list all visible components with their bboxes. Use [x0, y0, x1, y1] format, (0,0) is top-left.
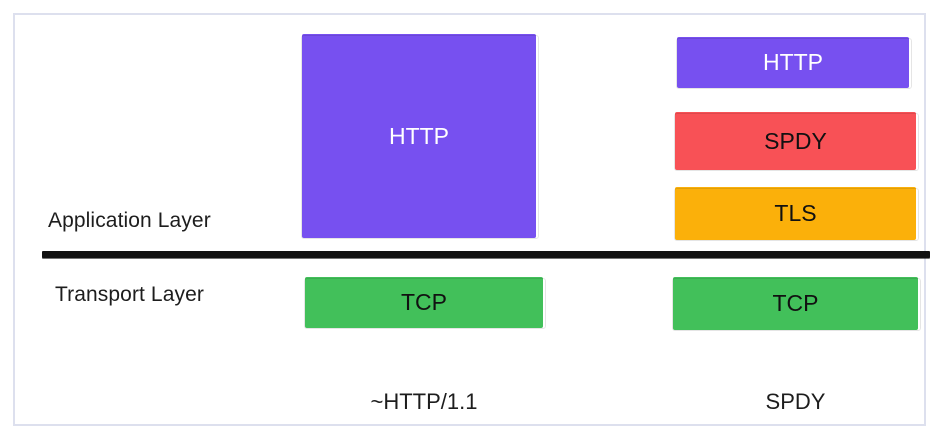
- http11-http-label: HTTP: [388, 122, 450, 149]
- http11-tcp-box: TCP: [302, 274, 546, 331]
- spdy-spdy-box: SPDY: [672, 109, 919, 173]
- spdy-spdy-label: SPDY: [764, 127, 827, 154]
- spdy-tcp-box: TCP: [670, 274, 921, 333]
- spdy-http-label: HTTP: [762, 49, 824, 75]
- transport-layer-label: Transport Layer: [55, 283, 204, 306]
- layer-divider: [42, 251, 930, 258]
- application-layer-label: Application Layer: [48, 209, 211, 232]
- spdy-tls-box: TLS: [672, 184, 919, 243]
- http11-tcp-label: TCP: [401, 289, 447, 315]
- spdy-column-caption: SPDY: [765, 389, 826, 414]
- http11-http-box: HTTP: [299, 31, 539, 241]
- spdy-http-box: HTTP: [674, 34, 912, 91]
- http11-column-caption: ~HTTP/1.1: [370, 389, 478, 414]
- spdy-tcp-label: TCP: [772, 290, 819, 316]
- spdy-tls-label: TLS: [774, 200, 817, 226]
- diagram-frame: Application Layer Transport Layer HTTP T…: [13, 13, 930, 426]
